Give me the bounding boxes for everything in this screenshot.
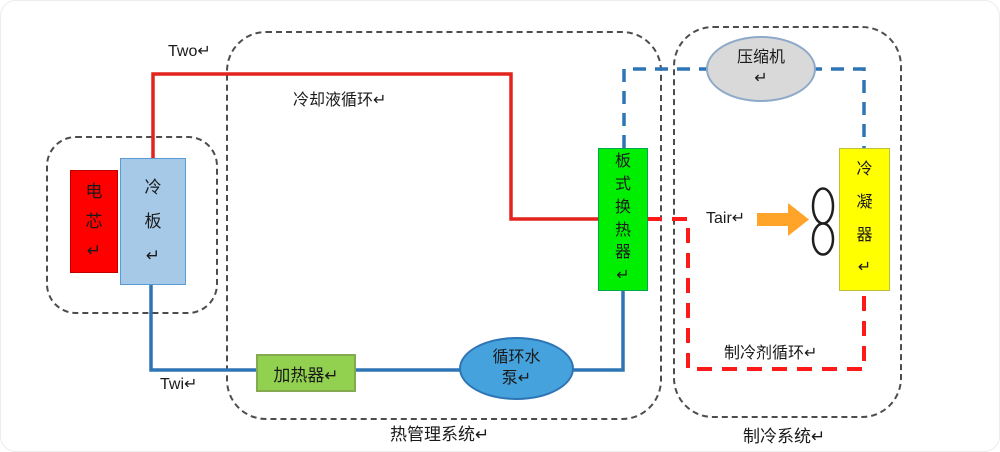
cold-plate-label: 冷板↵ xyxy=(144,177,162,265)
temperature-label-two: Two↵ xyxy=(168,43,211,60)
battery-cell-box: 电芯↵ xyxy=(70,170,118,273)
heater-label: 加热器↵ xyxy=(273,365,339,385)
thermal-management-system-label: 热管理系统↵ xyxy=(390,425,490,444)
plate-heat-exchanger-box: 板式换热器↵ xyxy=(598,148,648,291)
refrigerant-liquid-line xyxy=(647,217,866,371)
battery-cell-label: 电芯↵ xyxy=(85,181,103,261)
circulation-pump-ellipse: 循环水泵↵ xyxy=(459,337,574,400)
heater-box: 加热器↵ xyxy=(256,354,356,392)
circulation-pump-label: 循环水泵↵ xyxy=(492,348,541,387)
cold-coolant-line xyxy=(149,283,625,372)
refrigerant-loop-label: 制冷剂循环↵ xyxy=(724,345,818,362)
refrigeration-system-label: 制冷系统↵ xyxy=(743,427,826,446)
plate-heat-exchanger-label: 板式换热器↵ xyxy=(614,153,631,284)
compressor-label: 压缩机↵ xyxy=(736,49,785,87)
fan-icon xyxy=(811,187,835,256)
airflow-arrow-icon xyxy=(757,203,809,236)
compressor-ellipse: 压缩机↵ xyxy=(706,36,816,102)
coolant-loop-label: 冷却液循环↵ xyxy=(293,92,387,109)
condenser-label: 冷凝器↵ xyxy=(856,160,873,277)
temperature-label-tair: Tair↵ xyxy=(706,210,746,227)
battery-pack-boundary xyxy=(46,136,218,314)
condenser-box: 冷凝器↵ xyxy=(839,148,890,291)
refrigeration-system-boundary xyxy=(673,26,902,418)
temperature-label-twi: Twi↵ xyxy=(160,376,198,393)
thermal-management-system-boundary xyxy=(226,31,662,420)
cold-plate-box: 冷板↵ xyxy=(120,158,186,285)
hot-coolant-line xyxy=(151,72,601,221)
